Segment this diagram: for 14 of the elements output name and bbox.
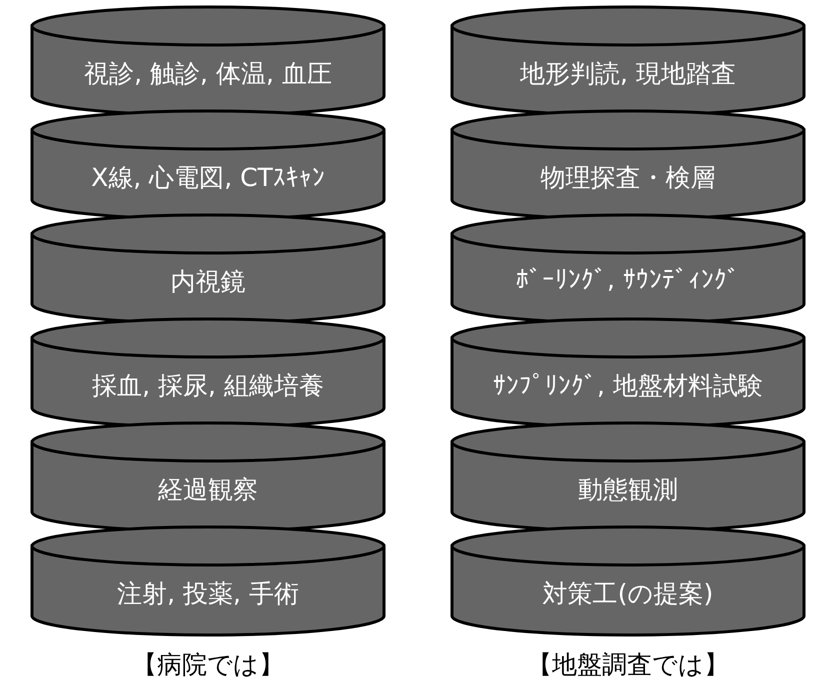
layer-label: 経過観察: [158, 474, 258, 506]
column-caption: 【地盤調査では】: [527, 649, 729, 681]
layer-label: 採血, 採尿, 組織培養: [92, 370, 324, 402]
layer-label: 視診, 触診, 体温, 血圧: [84, 58, 332, 90]
layer-label: 対策工(の提案): [542, 578, 714, 610]
layer-label: ﾎﾞｰﾘﾝｸﾞ, ｻｳﾝﾃﾞｨﾝｸﾞ: [516, 265, 740, 294]
column-caption: 【病院では】: [132, 649, 284, 681]
layer-label: X線, 心電図, CTｽｷｬﾝ: [91, 162, 325, 194]
layer-label: 動態観測: [578, 474, 678, 506]
layer-label: 地形判読, 現地踏査: [520, 58, 736, 90]
layer-label: 内視鏡: [170, 266, 246, 298]
layer-label: 物理探査・検層: [540, 162, 716, 194]
layer-label: ｻﾝﾌﾟﾘﾝｸﾞ, 地盤材料試験: [493, 370, 763, 402]
layer-label: 注射, 投薬, 手術: [117, 578, 299, 610]
